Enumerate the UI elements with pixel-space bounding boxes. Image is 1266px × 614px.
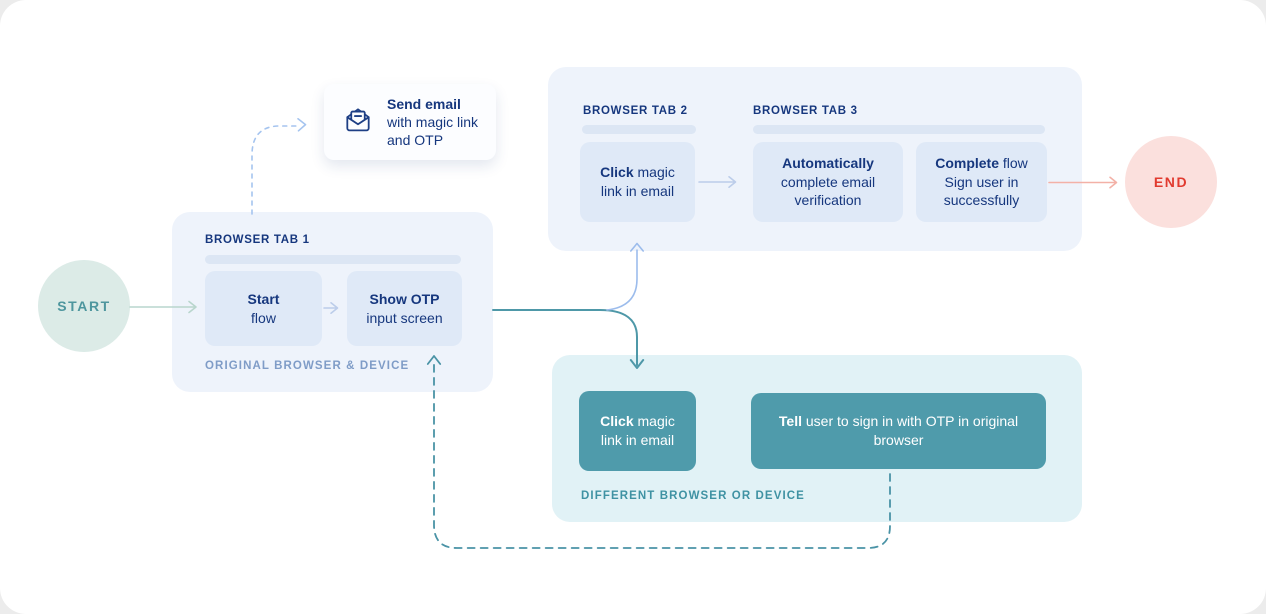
browser-tab-2-header: BROWSER TAB 2 <box>583 105 688 117</box>
end-label: END <box>1153 174 1189 190</box>
click-magic-link-device-text: Click magic link in email <box>600 413 675 448</box>
different-browser-device-label: DIFFERENT BROWSER OR DEVICE <box>581 490 805 502</box>
start-flow-text: Start flow <box>247 290 280 326</box>
send-email-card: Send email with magic link and OTP <box>324 84 496 160</box>
arrowhead-send-email <box>297 118 307 132</box>
click-magic-link-box-device: Click magic link in email <box>579 391 696 471</box>
show-otp-box: Show OTP input screen <box>347 271 462 346</box>
start-node: START <box>38 260 130 352</box>
tell-user-box: Tell user to sign in with OTP in origina… <box>751 393 1046 469</box>
browser-tab-bar <box>205 255 461 264</box>
show-otp-text: Show OTP input screen <box>366 290 443 326</box>
tell-user-text: Tell user to sign in with OTP in origina… <box>778 413 1019 448</box>
send-email-title: Send email <box>387 95 461 112</box>
original-browser-device-label: ORIGINAL BROWSER & DEVICE <box>205 360 410 372</box>
click-magic-link-box: Click magic link in email <box>580 142 695 222</box>
browser-tab-1-header: BROWSER TAB 1 <box>205 234 310 246</box>
browser-tab-3-header: BROWSER TAB 3 <box>753 105 858 117</box>
start-flow-box: Start flow <box>205 271 322 346</box>
auto-verify-text: Automatically complete email verificatio… <box>780 154 876 209</box>
send-email-subtitle: with magic link and OTP <box>387 113 479 149</box>
start-label: START <box>57 298 111 314</box>
end-node: END <box>1125 136 1217 228</box>
connector-tab1-to-send-email <box>251 125 300 215</box>
click-magic-link-text: Click magic link in email <box>600 164 675 199</box>
different-device-container: Click magic link in email Tell user to s… <box>552 355 1082 522</box>
browser-tab-bar <box>753 125 1045 134</box>
open-email-icon <box>340 102 376 143</box>
complete-flow-text: Complete flow Sign user in successfully <box>935 154 1028 209</box>
browser-tab-bar <box>582 125 696 134</box>
browser-tabs-2-3-container: BROWSER TAB 2 Click magic link in email … <box>548 67 1082 251</box>
browser-tab-1-container: BROWSER TAB 1 Start flow Show OTP input … <box>172 212 493 392</box>
complete-flow-box: Complete flow Sign user in successfully <box>916 142 1047 222</box>
connector-branch-to-tab2 <box>606 249 638 311</box>
auto-verify-box: Automatically complete email verificatio… <box>753 142 903 222</box>
send-email-text: Send email with magic link and OTP <box>387 95 496 150</box>
